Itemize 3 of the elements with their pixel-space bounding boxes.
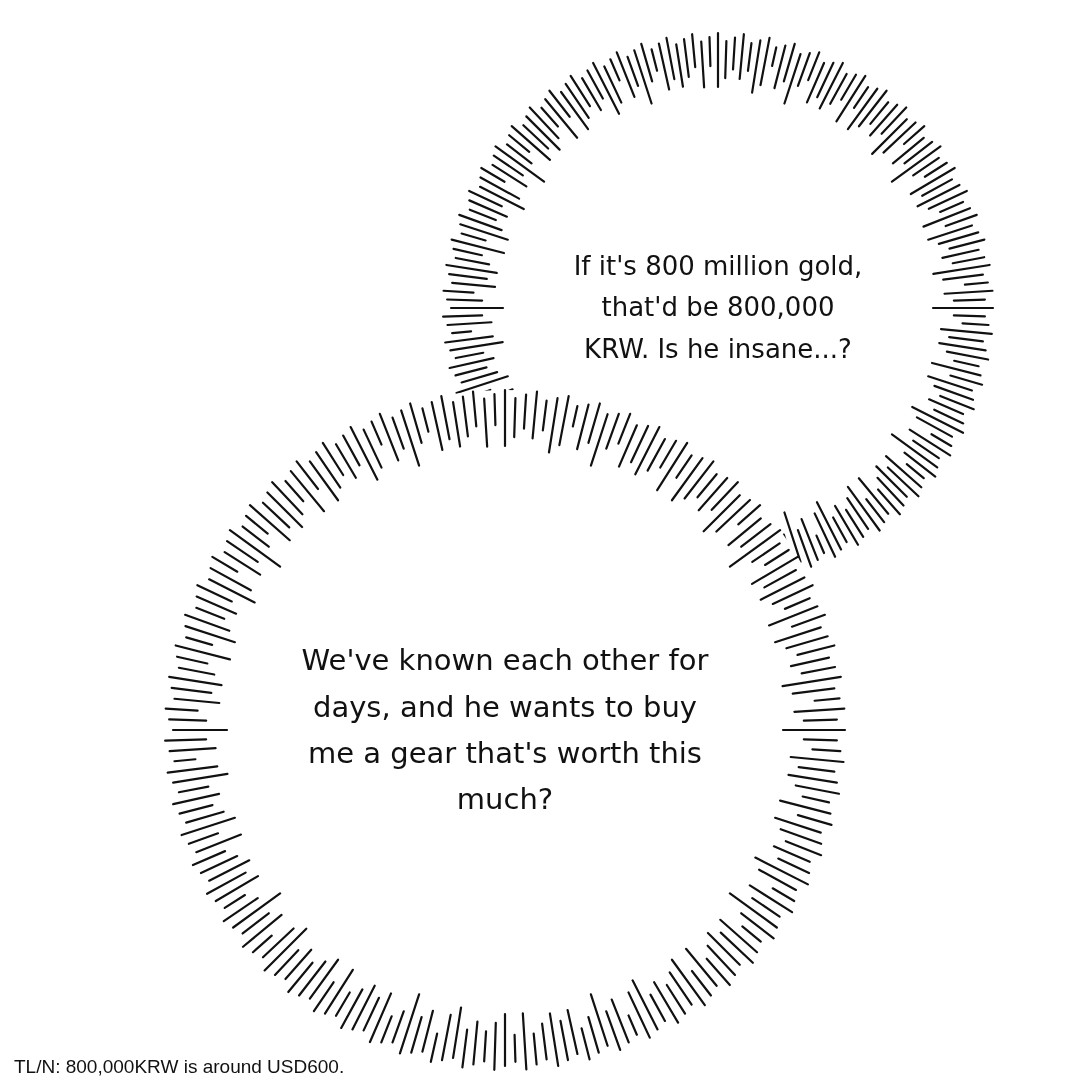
bubble-text: If it's 800 million gold, that'd be 800,000 KRW. Is he insane...? [573, 249, 863, 366]
translator-note: TL/N: 800,000KRW is around USD600. [14, 1056, 345, 1078]
bubble-text: We've known each other for days, and he wants to buy me a gear that's worth this much? [300, 642, 710, 819]
